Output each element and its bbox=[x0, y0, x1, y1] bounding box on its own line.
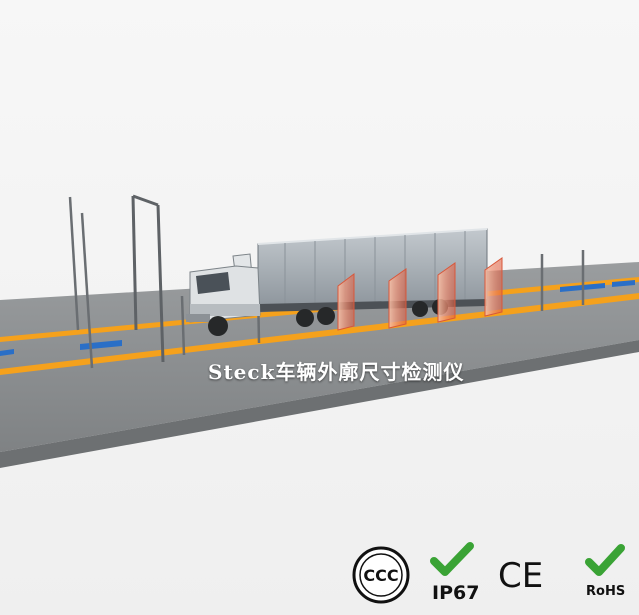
ip67-check-icon bbox=[430, 542, 474, 576]
light-curtains bbox=[337, 257, 503, 331]
ccc-mark: CCC bbox=[352, 546, 410, 604]
truck bbox=[186, 228, 488, 336]
gantry-frame bbox=[131, 194, 165, 363]
poles bbox=[68, 196, 585, 369]
product-caption: Steck车辆外廓尺寸检测仪 bbox=[208, 360, 465, 384]
svg-text:CCC: CCC bbox=[363, 566, 398, 585]
ip67-label: IP67 bbox=[432, 582, 480, 604]
rohs-check-icon bbox=[585, 544, 625, 576]
rohs-label: RoHS bbox=[586, 584, 626, 599]
ce-label: CE bbox=[498, 556, 544, 596]
road bbox=[0, 262, 639, 468]
